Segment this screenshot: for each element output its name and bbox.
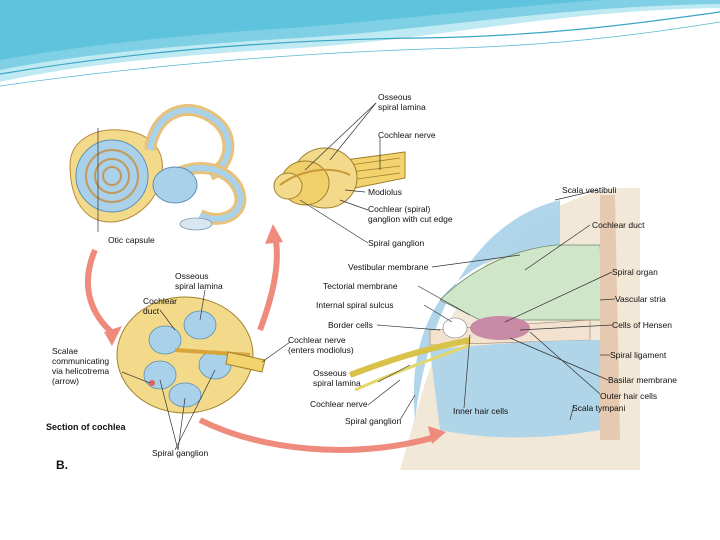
label-osseous-spiral-lamina-top: Osseous spiral lamina — [378, 92, 426, 112]
leader-lines — [97, 102, 616, 451]
label-tectorial-membrane: Tectorial membrane — [323, 281, 398, 291]
decorative-header-swoosh — [0, 0, 720, 87]
label-outer-hair-cells: Outer hair cells — [600, 391, 658, 401]
label-spiral-organ: Spiral organ — [612, 267, 658, 277]
label-border-cells: Border cells — [328, 320, 373, 330]
arrow-section-to-modiolus — [257, 234, 280, 332]
label-cochlear-nerve-enters: Cochlear nerve (enters modiolus) — [288, 335, 354, 355]
label-scalae-communicating: Scalae communicating via helicotrema (ar… — [52, 346, 110, 386]
figure-letter: B. — [56, 458, 68, 472]
modiolus-drawing — [273, 147, 406, 209]
label-osseous-spiral-lamina-right: Osseous spiral lamina — [313, 368, 361, 388]
label-cochlear-nerve-top: Cochlear nerve — [378, 130, 436, 140]
label-basilar-membrane: Basilar membrane — [608, 375, 677, 385]
label-osseous-spiral-lamina-mid: Osseous spiral lamina — [175, 271, 223, 291]
label-cochlear-spiral-ganglion: Cochlear (spiral) ganglion with cut edge — [368, 204, 453, 224]
label-spiral-ganglion-top: Spiral ganglion — [368, 238, 425, 248]
label-otic-capsule: Otic capsule — [108, 235, 155, 245]
label-inner-hair-cells: Inner hair cells — [453, 406, 509, 416]
label-scala-vestibuli: Scala vestibuli — [562, 185, 617, 195]
cochlear-duct-drawing — [348, 188, 640, 470]
label-spiral-ligament: Spiral ligament — [610, 350, 667, 360]
label-cochlear-duct-right: Cochlear duct — [592, 220, 645, 230]
arrow-section-to-duct — [198, 417, 433, 453]
label-cells-of-hensen: Cells of Hensen — [612, 320, 673, 330]
label-cochlear-duct-left: Cochlear duct — [143, 296, 178, 316]
label-section-of-cochlea: Section of cochlea — [46, 422, 126, 432]
label-cochlear-nerve-right: Cochlear nerve — [310, 399, 368, 409]
label-spiral-ganglion-bottom: Spiral ganglion — [152, 448, 209, 458]
label-vascular-stria: Vascular stria — [615, 294, 666, 304]
label-internal-spiral-sulcus: Internal spiral sulcus — [316, 300, 394, 310]
label-vestibular-membrane: Vestibular membrane — [348, 262, 429, 272]
label-modiolus: Modiolus — [368, 187, 403, 197]
inner-ear-drawing — [69, 104, 247, 231]
cochlea-section-drawing — [116, 296, 266, 414]
label-scala-tympani: Scala tympani — [572, 403, 626, 413]
label-spiral-ganglion-right: Spiral ganglion — [345, 416, 402, 426]
arrow-otic-to-section — [85, 248, 117, 338]
